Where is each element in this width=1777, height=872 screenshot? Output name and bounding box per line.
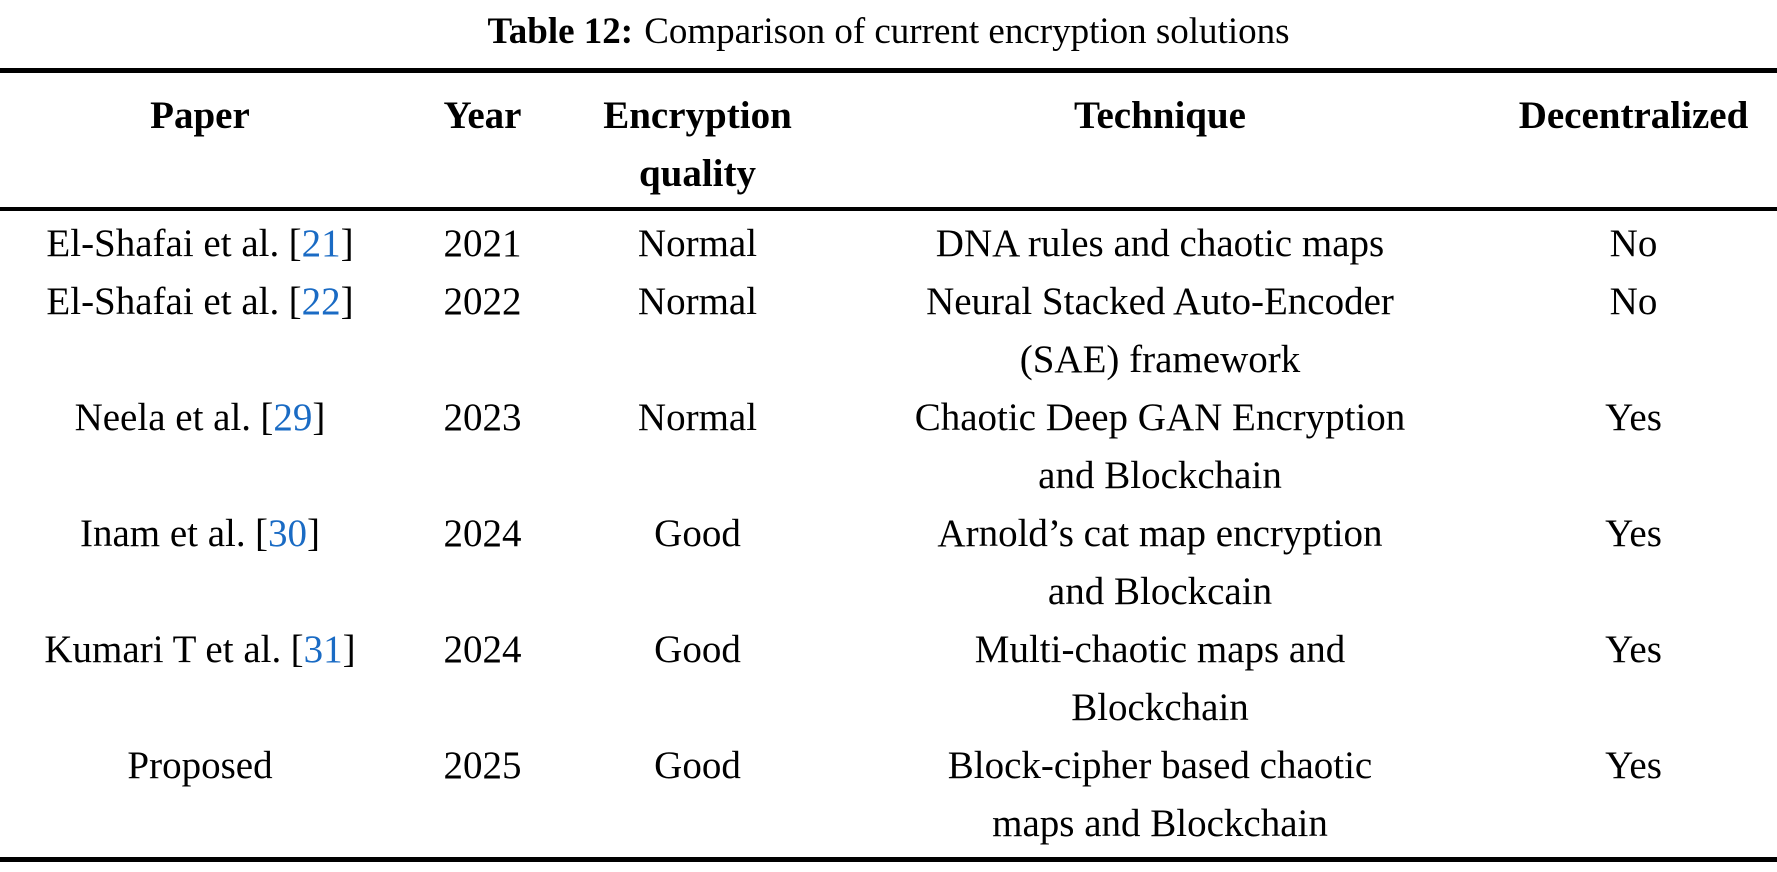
technique-cell: Block-cipher based chaotic maps and Bloc… [947,744,1373,845]
table-row: Neela et al.[29] 2023 Normal Chaotic Dee… [0,389,1777,505]
col-header-encryption-quality: Encryption quality [603,94,792,195]
year-cell: 2023 [443,396,522,439]
citation-bracket-open: [ [288,222,302,265]
paper-cell: Kumari T et al.[31] [0,621,400,737]
paper-authors: El-Shafai et al. [46,280,280,323]
year-cell: 2021 [443,222,522,265]
decentralized-cell: No [1609,222,1658,265]
citation-link[interactable]: 29 [273,396,313,439]
col-header-year: Year [443,94,522,137]
table-row: Kumari T et al.[31] 2024 Good Multi-chao… [0,621,1777,737]
paper-cell: El-Shafai et al.[21] [0,209,400,273]
table-row: Inam et al.[30] 2024 Good Arnold’s cat m… [0,505,1777,621]
paper-cell: Inam et al.[30] [0,505,400,621]
paper-cell: Neela et al.[29] [0,389,400,505]
citation-bracket-open: [ [288,280,302,323]
header-row: Paper Year Encryption quality Technique … [0,71,1777,209]
quality-cell: Good [654,744,741,787]
technique-cell: DNA rules and chaotic maps [935,222,1385,265]
citation-bracket-close: ] [342,628,356,671]
comparison-table: Paper Year Encryption quality Technique … [0,68,1777,862]
citation-link[interactable]: 30 [268,512,308,555]
year-cell: 2024 [443,628,522,671]
citation-bracket-open: [ [260,396,274,439]
paper-page: Table 12:Comparison of current encryptio… [0,10,1777,862]
table-caption-text: Comparison of current encryption solutio… [644,11,1290,52]
year-cell: 2022 [443,280,522,323]
table-row: El-Shafai et al.[21] 2021 Normal DNA rul… [0,209,1777,273]
citation-bracket-close: ] [340,222,354,265]
decentralized-cell: Yes [1605,512,1662,555]
year-cell: 2025 [443,744,522,787]
decentralized-cell: Yes [1605,744,1662,787]
table-caption: Table 12:Comparison of current encryptio… [0,10,1777,54]
quality-cell: Normal [637,280,758,323]
quality-cell: Normal [637,222,758,265]
citation-link[interactable]: 31 [303,628,343,671]
citation-link[interactable]: 22 [301,280,341,323]
paper-authors: Proposed [127,744,273,787]
technique-cell: Chaotic Deep GAN Encryption and Blockcha… [914,396,1406,497]
year-cell: 2024 [443,512,522,555]
paper-authors: Neela et al. [74,396,252,439]
paper-authors: El-Shafai et al. [46,222,280,265]
paper-authors: Kumari T et al. [44,628,282,671]
quality-cell: Good [654,512,741,555]
technique-cell: Arnold’s cat map encryption and Blockcai… [937,512,1383,613]
paper-cell: Proposed [0,737,400,860]
paper-cell: El-Shafai et al.[22] [0,273,400,389]
technique-cell: Neural Stacked Auto-Encoder (SAE) framew… [926,280,1394,381]
decentralized-cell: Yes [1605,628,1662,671]
col-header-decentralized: Decentralized [1518,94,1749,137]
quality-cell: Normal [637,396,758,439]
citation-bracket-close: ] [312,396,326,439]
citation-bracket-close: ] [340,280,354,323]
table-row: Proposed 2025 Good Block-cipher based ch… [0,737,1777,860]
decentralized-cell: Yes [1605,396,1662,439]
col-header-paper: Paper [150,94,250,137]
col-header-technique: Technique [1074,94,1246,137]
quality-cell: Good [654,628,741,671]
citation-bracket-open: [ [255,512,269,555]
table-row: El-Shafai et al.[22] 2022 Normal Neural … [0,273,1777,389]
paper-authors: Inam et al. [79,512,246,555]
citation-bracket-open: [ [290,628,304,671]
citation-link[interactable]: 21 [301,222,341,265]
decentralized-cell: No [1609,280,1658,323]
citation-bracket-close: ] [307,512,321,555]
table-caption-label: Table 12: [487,11,634,52]
technique-cell: Multi-chaotic maps and Blockchain [974,628,1346,729]
